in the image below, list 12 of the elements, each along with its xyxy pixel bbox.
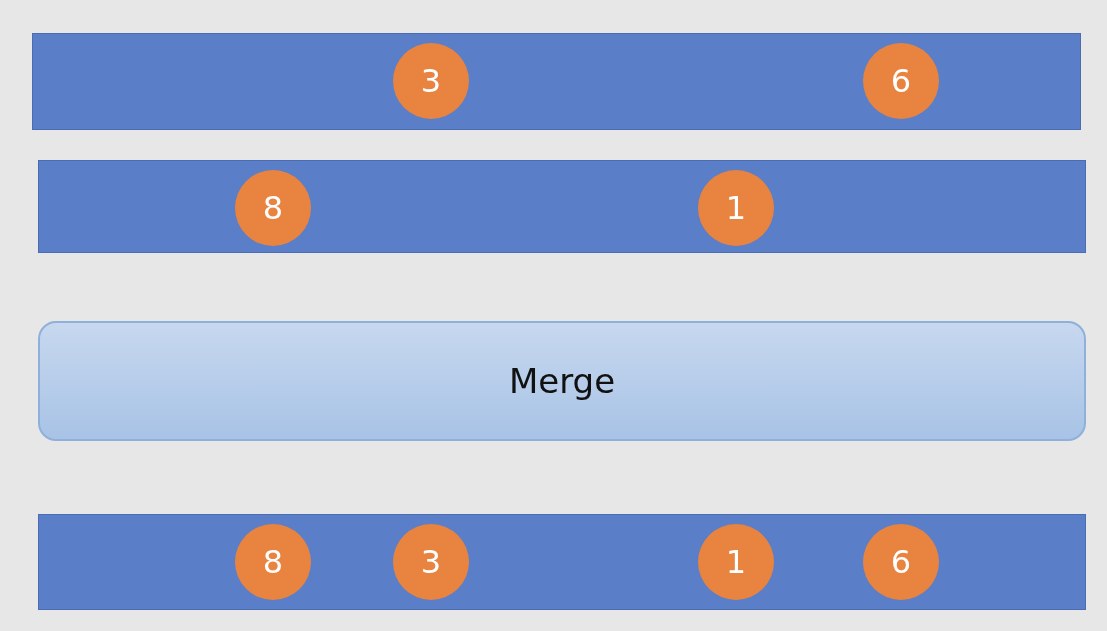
process-box: Merge bbox=[38, 321, 1086, 441]
number-circle: 6 bbox=[863, 524, 939, 600]
bar bbox=[32, 33, 1081, 130]
number-circle: 3 bbox=[393, 524, 469, 600]
number-circle: 3 bbox=[393, 43, 469, 119]
number-circle: 1 bbox=[698, 524, 774, 600]
number-circle: 1 bbox=[698, 170, 774, 246]
bar bbox=[38, 160, 1086, 253]
number-circle: 8 bbox=[235, 524, 311, 600]
number-circle: 8 bbox=[235, 170, 311, 246]
bar bbox=[38, 514, 1086, 610]
number-circle: 6 bbox=[863, 43, 939, 119]
